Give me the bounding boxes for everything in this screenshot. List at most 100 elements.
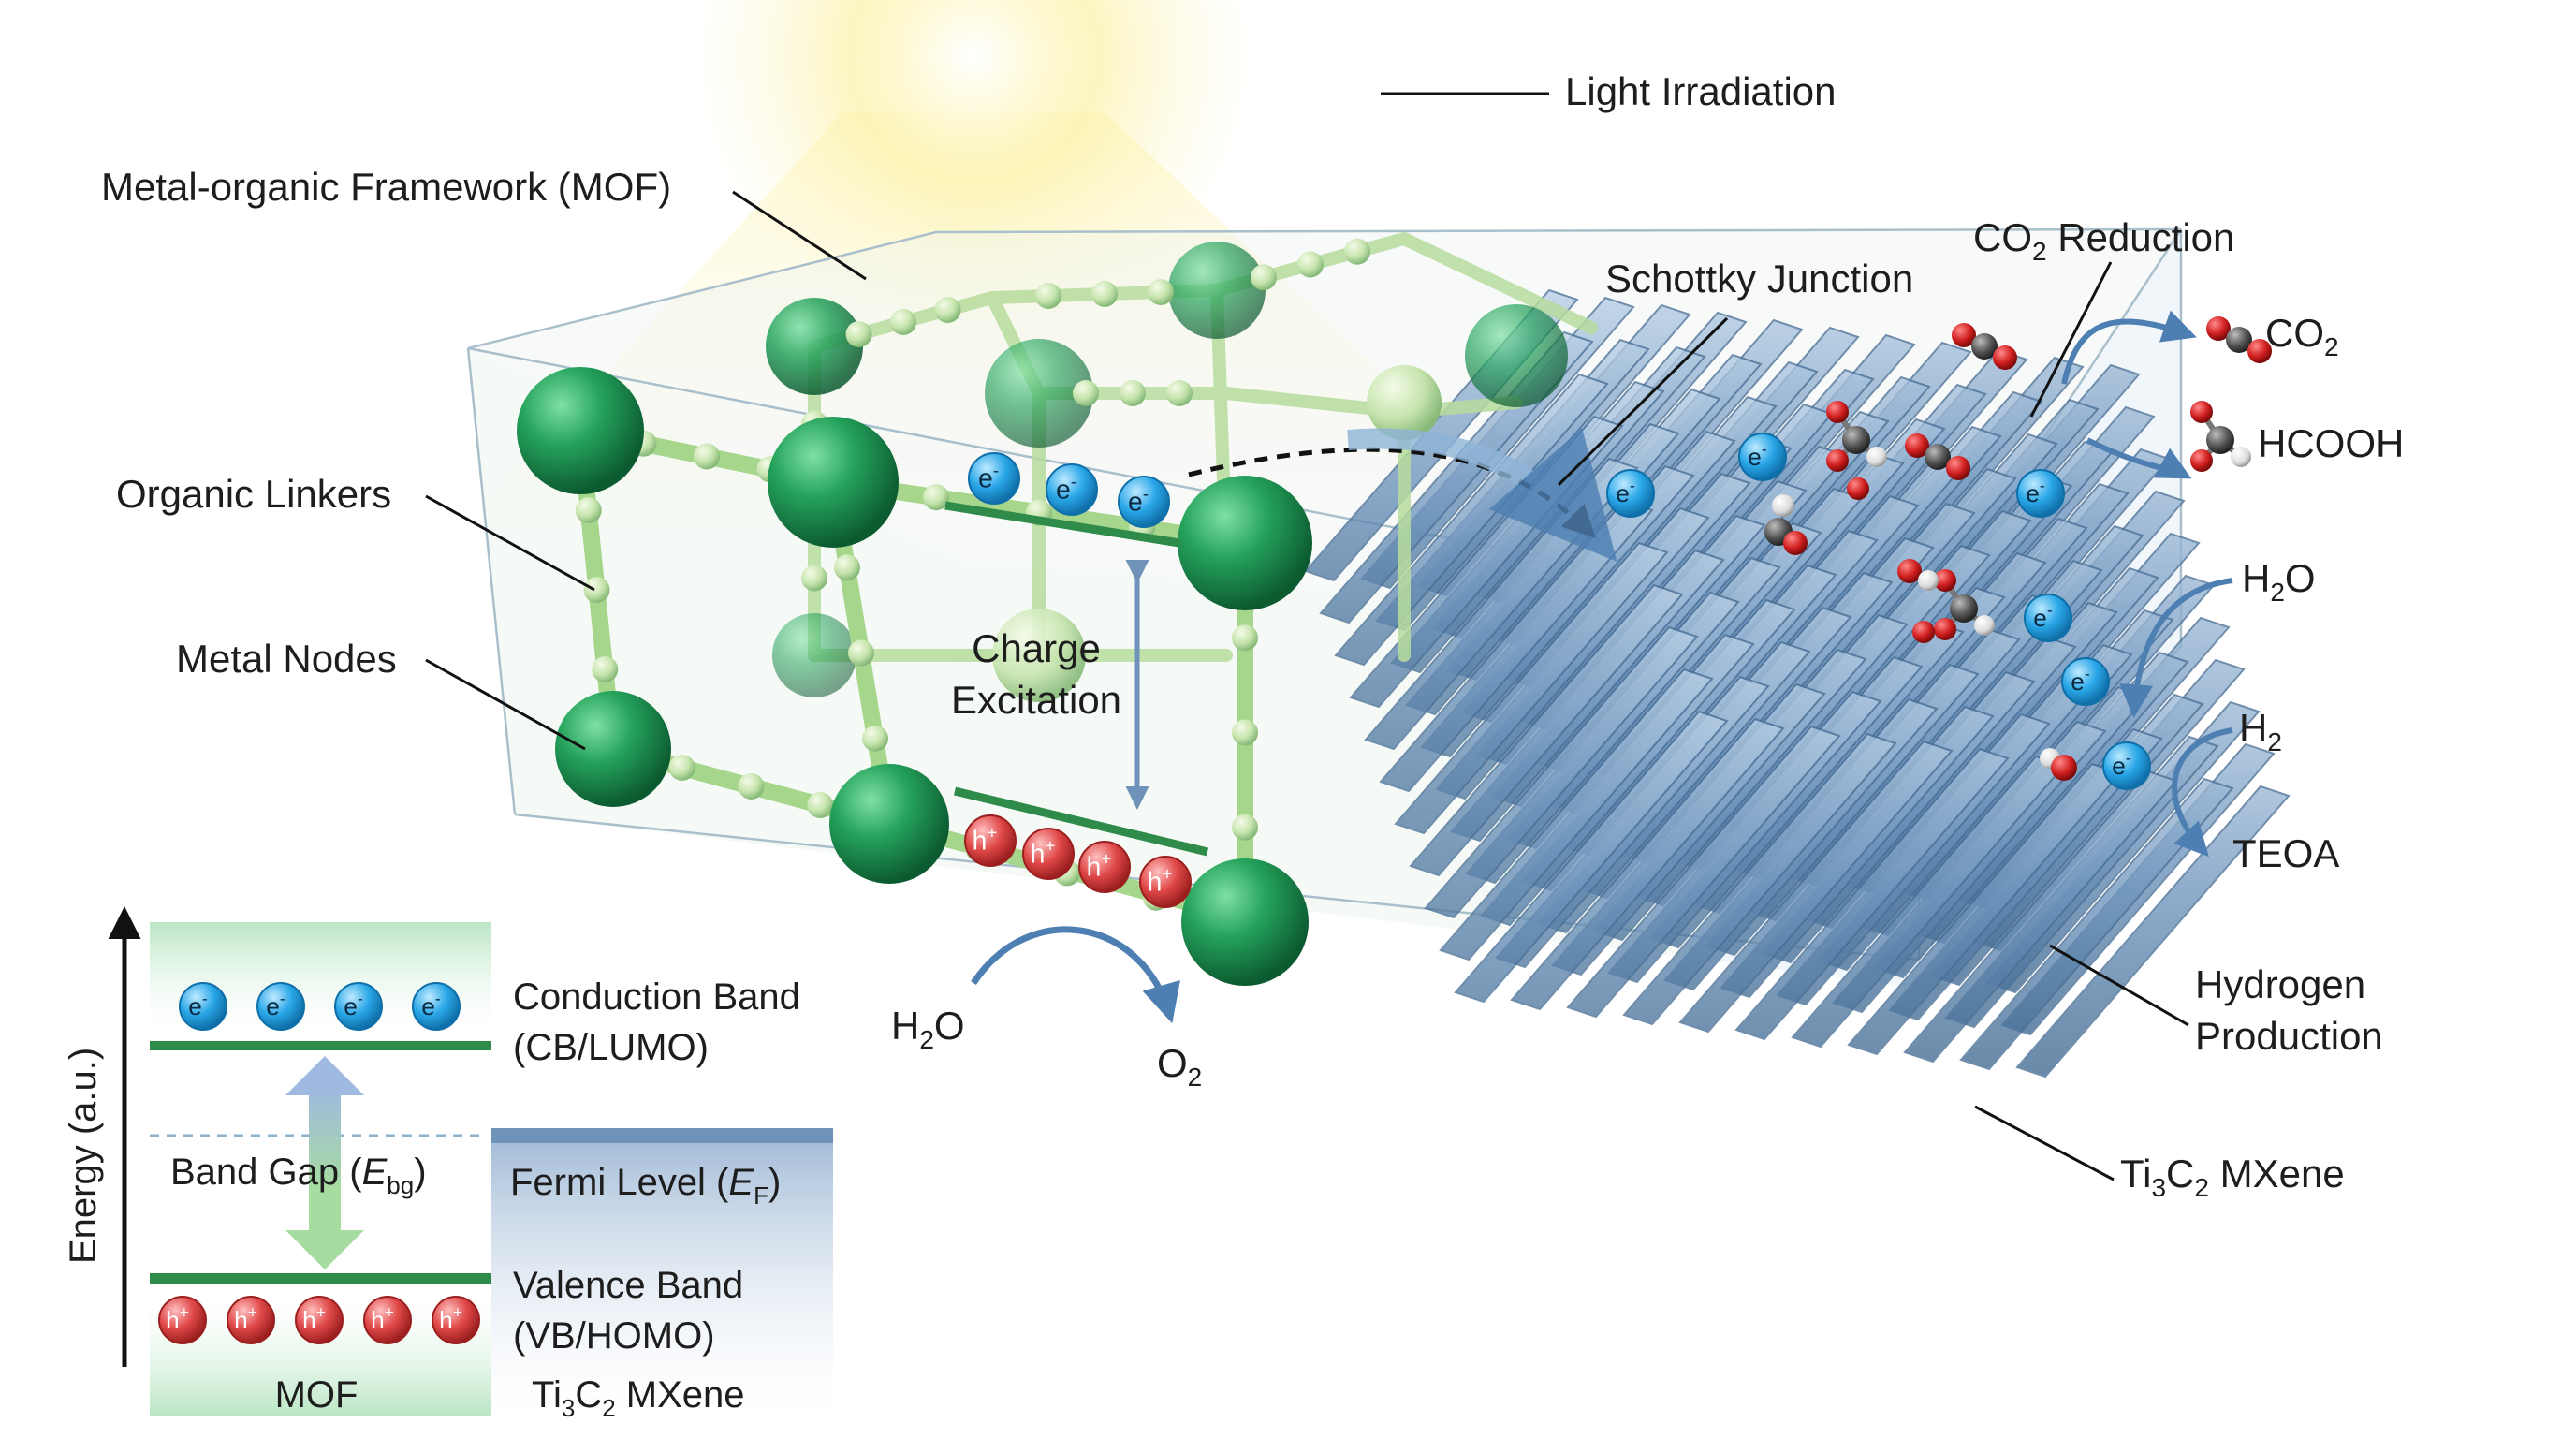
svg-text:e-: e- (2071, 665, 2090, 696)
molecule-atom (1842, 426, 1870, 454)
svg-text:h+: h+ (1031, 836, 1056, 869)
molecule-atom (1934, 569, 1956, 592)
o2-label: O2 (1157, 1041, 1202, 1092)
hole-icon: h+ (1022, 828, 1075, 880)
h2o-left-label: H2O (891, 1004, 965, 1054)
fermi-region (491, 1133, 833, 1414)
teoa-label: TEOA (2232, 831, 2339, 875)
molecule-atom (1925, 444, 1951, 470)
svg-text:e-: e- (344, 990, 363, 1020)
electron-icon: e- (2024, 594, 2072, 642)
svg-text:e-: e- (1748, 440, 1767, 471)
linker-bead (934, 297, 961, 323)
linker-bead (845, 321, 872, 347)
linker-bead (923, 484, 949, 511)
band-gap-label: Band Gap (Ebg) (170, 1152, 427, 1199)
mof-label: Metal-organic Framework (MOF) (101, 165, 671, 209)
h2o-oxidation-arrow (971, 926, 1180, 1024)
hydrogen-production-label-1: Hydrogen (2195, 962, 2365, 1006)
linker-bead (738, 773, 765, 800)
vb-label-1: Valence Band (513, 1265, 743, 1306)
electron-icon: e- (1738, 433, 1787, 481)
molecule-atom (2226, 327, 2252, 353)
carriers: e-e-e-h+ h+ h+ h+ e-e-e-e-e-e- (964, 433, 2151, 908)
h2-label: H2 (2239, 706, 2282, 756)
molecule-atom (2206, 426, 2234, 454)
energy-axis-label: Energy (a.u.) (63, 1048, 104, 1264)
molecule-atom (1934, 618, 1956, 640)
molecule-atom (1918, 570, 1939, 591)
svg-text:e-: e- (2112, 749, 2131, 780)
linker-bead (1148, 279, 1174, 305)
linker-bead (1232, 719, 1258, 746)
molecule-atom (2190, 401, 2213, 423)
svg-text:h+: h+ (1087, 849, 1112, 882)
vb-level-mof (953, 786, 1209, 857)
molecule-atom (1847, 477, 1869, 500)
molecule-atom (1866, 447, 1887, 467)
molecule-atom (1950, 594, 1978, 623)
light-irradiation-label: Light Irradiation (1565, 69, 1837, 113)
cb-label-2: (CB/LUMO) (513, 1027, 709, 1068)
metal-nodes-label: Metal Nodes (176, 637, 397, 681)
mxene-label: Ti3C2 MXene (2120, 1152, 2345, 1202)
linker-bead (1035, 283, 1061, 309)
mof-framework (517, 232, 1598, 986)
fermi-line (491, 1128, 833, 1143)
molecule-atom (1897, 559, 1922, 583)
linker-bead (1232, 624, 1258, 652)
svg-text:h+: h+ (234, 1303, 257, 1334)
svg-text:e-: e- (188, 990, 208, 1020)
linker-bead (862, 725, 888, 752)
electron-icon: e- (2016, 469, 2065, 518)
hole-icon: h+ (227, 1296, 275, 1344)
electron-icon: e- (1118, 476, 1170, 528)
charge-excitation-label-2: Excitation (951, 678, 1121, 722)
svg-text:h+: h+ (371, 1303, 394, 1334)
charge-excitation: Charge Excitation (944, 428, 1617, 857)
molecule-atom (1772, 494, 1794, 517)
metal-node (829, 764, 949, 884)
molecule-atom (1826, 401, 1849, 423)
metal-nodes (517, 367, 1312, 986)
metal-node (555, 691, 671, 807)
linker-bead (1232, 814, 1258, 841)
molecule-atom (1974, 615, 1995, 636)
h2o-right-label: H2O (2242, 556, 2316, 607)
electron-icon: e- (2102, 741, 2151, 790)
molecule-atom (1971, 333, 1998, 360)
schottky-flow-arrow (1347, 428, 1617, 562)
molecule-atom (1912, 621, 1935, 643)
molecules (1764, 316, 2272, 781)
svg-text:e-: e- (2033, 601, 2053, 632)
electron-icon: e- (2061, 657, 2110, 706)
cb-label-1: Conduction Band (513, 976, 800, 1018)
linker-bead (668, 755, 695, 781)
band-gap-arrow-shaft (309, 1086, 341, 1189)
organic-linkers-label: Organic Linkers (116, 472, 391, 516)
molecule-atom (2231, 447, 2251, 467)
vb-label-2: (VB/HOMO) (513, 1315, 715, 1357)
co2-reduction-label: CO2 Reduction (1973, 215, 2234, 266)
svg-text:e-: e- (978, 461, 999, 493)
band-mxene-label: Ti3C2 MXene (532, 1374, 745, 1422)
hole-icon: h+ (964, 814, 1017, 867)
hole-icon: h+ (1139, 856, 1192, 908)
co2-product-label: CO2 (2265, 311, 2339, 361)
cb-level-mof (944, 501, 1180, 548)
fermi-level-label: Fermi Level (EF) (510, 1162, 781, 1210)
reaction-arrows (971, 310, 2233, 1024)
co2-arrow (2061, 310, 2197, 385)
linker-bead (1344, 238, 1370, 265)
electron-icon: e- (1046, 463, 1098, 516)
metal-node (768, 417, 899, 548)
electron-icon: e- (1606, 469, 1655, 518)
band-mof-label: MOF (275, 1374, 359, 1416)
linker-bead (1251, 264, 1277, 291)
hole-icon: h+ (1078, 841, 1131, 893)
electron-icon: e- (968, 452, 1020, 505)
hole-icon: h+ (295, 1296, 344, 1344)
linker-bead (1091, 281, 1118, 307)
electron-icon: e- (334, 982, 383, 1031)
